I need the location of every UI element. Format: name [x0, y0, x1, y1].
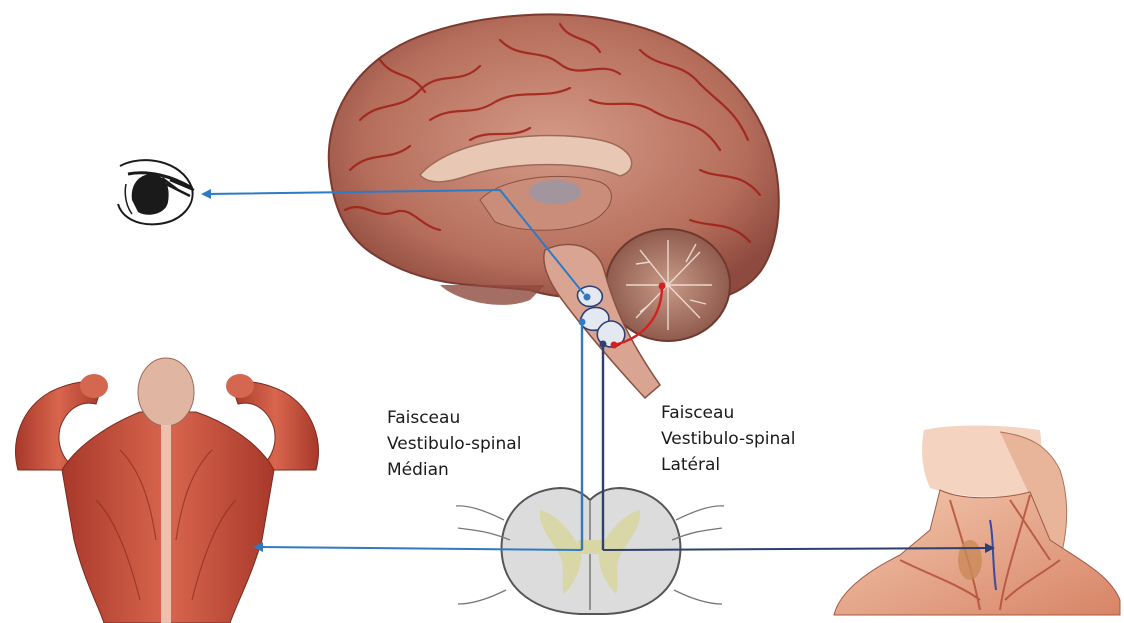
- brain-illustration: [329, 14, 779, 398]
- median-tract-label: Faisceau Vestibulo-spinal Médian: [387, 405, 521, 483]
- median-label-line-1: Faisceau: [387, 405, 521, 431]
- lateral-tract-label: Faisceau Vestibulo-spinal Latéral: [661, 400, 795, 478]
- spinal-cord-section: [456, 488, 724, 614]
- lateral-label-line-2: Vestibulo-spinal: [661, 426, 795, 452]
- median-label-line-3: Médian: [387, 457, 521, 483]
- median-label-line-2: Vestibulo-spinal: [387, 431, 521, 457]
- lateral-label-line-1: Faisceau: [661, 400, 795, 426]
- neck-muscles-illustration: [834, 426, 1120, 616]
- eye-icon: [118, 160, 194, 224]
- back-muscles-illustration: [16, 358, 319, 623]
- lateral-label-line-3: Latéral: [661, 452, 795, 478]
